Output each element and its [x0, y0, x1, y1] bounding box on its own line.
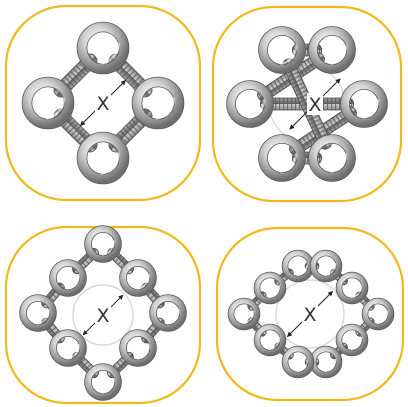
panel-eight-ring-loop: X — [6, 225, 200, 403]
panel-ten-ring-loop: X — [217, 228, 403, 400]
dimension-label: X — [96, 305, 109, 327]
panel-six-ring-loop: X — [213, 7, 401, 201]
dimension-label: X — [303, 304, 316, 326]
panel-four-ring-loop: X — [6, 6, 200, 200]
dimension-label: X — [308, 94, 321, 116]
dimension-label: X — [96, 93, 109, 115]
